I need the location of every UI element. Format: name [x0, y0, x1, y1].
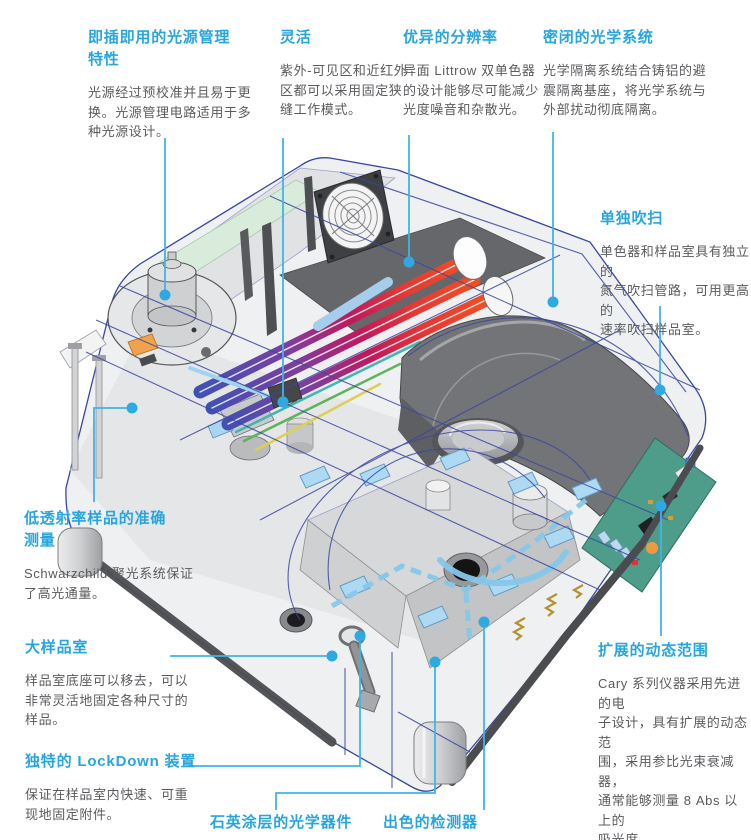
callout-body: 样品室底座可以移去，可以 非常灵活地固定各种尺寸的 样品。 [25, 673, 189, 727]
callout-dot [126, 402, 138, 414]
callout-heading: 低透射率样品的准确 测量 [24, 510, 167, 549]
callout-flexible: 灵活 紫外-可见区和近红外 区都可以采用固定狭 缝工作模式。 [280, 27, 407, 120]
callout-heading: 密闭的光学系统 [543, 29, 654, 46]
feet [57, 527, 467, 785]
callout-dot [159, 289, 171, 301]
callout-heading: 扩展的动态范围 [598, 642, 709, 659]
wireframe-overlay [85, 171, 701, 788]
leader-lockdown [188, 636, 361, 767]
callout-body: 光学隔离系统结合铸铝的避 震隔离基座，将光学系统与 外部扰动彻底隔离。 [543, 63, 707, 117]
callout-large-sample: 大样品室 样品室底座可以移去，可以 非常灵活地固定各种尺寸的 样品。 [25, 637, 188, 730]
callout-body: 光源经过预校准并且易于更 换。光源管理电路适用于多 种光源设计。 [88, 85, 252, 139]
callout-body: 紫外-可见区和近红外 区都可以采用固定狭 缝工作模式。 [280, 63, 408, 117]
callout-heading: 独特的 LockDown 装置 [25, 753, 197, 770]
callout-dynamic-range: 扩展的动态范围 Cary 系列仪器采用先进的电 子设计，具有扩展的动态范 围，采… [598, 640, 751, 840]
callout-sealed: 密闭的光学系统 光学隔离系统结合铸铝的避 震隔离基座，将光学系统与 外部扰动彻底… [543, 27, 706, 120]
orange-bracket [127, 333, 159, 357]
callout-heading: 出色的检测器 [383, 814, 478, 831]
callout-dot [547, 296, 559, 308]
callout-heading: 大样品室 [25, 639, 89, 656]
callout-low-transmission: 低透射率样品的准确 测量 Schwarzchild 聚光系统保证 了高光通量。 [24, 508, 194, 603]
callout-dot [654, 384, 666, 396]
callout-dot [429, 656, 441, 668]
lamp-turret [107, 251, 237, 367]
callout-heading: 优异的分辨率 [403, 29, 498, 46]
slit-assembly [267, 377, 303, 409]
callout-body: 保证在样品室内快速、可重 现地固定附件。 [25, 787, 189, 822]
callout-dot [478, 616, 490, 628]
mirrors [299, 447, 603, 629]
callout-heading: 灵活 [280, 29, 312, 46]
cooling-fan [313, 169, 395, 264]
callout-quartz: 石英涂层的光学器件 [210, 812, 352, 834]
grating-mounts [452, 236, 514, 316]
beam-path [330, 498, 588, 645]
leader-quartz [275, 662, 436, 810]
callout-purge: 单独吹扫 单色器和样品室具有独立的 氮气吹扫管路，可用更高的 速率吹扫样品室。 [600, 208, 751, 340]
callout-light-source: 即插即用的光源管理 特性 光源经过预校准并且易于更 换。光源管理电路适用于多 种… [88, 27, 251, 142]
callout-resolution: 优异的分辨率 异面 Littrow 双单色器 的设计能够尽可能减少 光度噪音和杂… [403, 27, 539, 120]
leader-lines [93, 132, 667, 810]
rainbow-beams [188, 255, 493, 452]
callout-lockdown: 独特的 LockDown 装置 保证在样品室内快速、可重 现地固定附件。 [25, 751, 196, 824]
callout-body: 异面 Littrow 双单色器 的设计能够尽可能减少 光度噪音和杂散光。 [403, 63, 540, 117]
callout-dot [403, 256, 415, 268]
callout-dot [326, 650, 338, 662]
callout-dots [126, 256, 667, 668]
callout-body: Schwarzchild 聚光系统保证 了高光通量。 [24, 566, 194, 601]
callout-heading: 石英涂层的光学器件 [210, 814, 353, 831]
callout-body: 单色器和样品室具有独立的 氮气吹扫管路，可用更高的 速率吹扫样品室。 [600, 244, 750, 337]
leader-low-transmission [93, 407, 132, 502]
instrument-body [57, 157, 717, 792]
base-trim [73, 444, 704, 786]
callout-dot [277, 396, 289, 408]
callout-detector: 出色的检测器 [383, 812, 478, 834]
callout-heading: 即插即用的光源管理 特性 [88, 29, 231, 68]
callout-dot [354, 630, 366, 642]
callout-dot [655, 500, 667, 512]
callout-heading: 单独吹扫 [600, 210, 664, 227]
springs [511, 584, 584, 641]
callout-body: Cary 系列仪器采用先进的电 子设计，具有扩展的动态范 围，采用参比光束衰减器… [598, 676, 748, 840]
